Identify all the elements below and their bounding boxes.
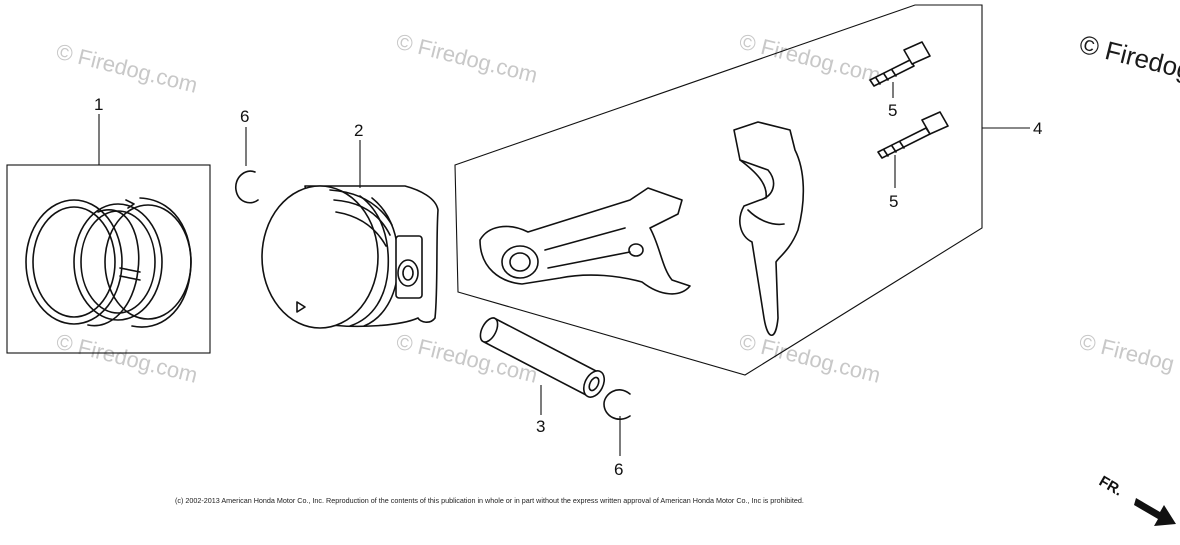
watermark: © Firedog.com <box>54 39 200 98</box>
callout-4: 4 <box>1033 119 1042 138</box>
piston <box>261 185 439 329</box>
piston-pin-clip-lower <box>603 389 631 420</box>
connecting-rod-assembly <box>454 4 983 376</box>
arrow-down-right-icon <box>1134 498 1176 526</box>
watermark: © Firedog.com <box>54 329 200 388</box>
watermark: © Firedog.com <box>737 329 883 388</box>
piston-pin-clip-upper <box>235 170 259 204</box>
callout-2: 2 <box>354 121 363 140</box>
triangle-mark-icon <box>296 301 306 313</box>
callout-6-lower: 6 <box>614 460 623 479</box>
ring-set-box <box>6 164 211 354</box>
connecting-rod-box <box>454 4 983 376</box>
rod-bolt-lower <box>877 111 949 159</box>
callout-3: 3 <box>536 417 545 436</box>
leader-lines <box>98 82 1030 456</box>
rod-bolt-upper <box>869 41 931 87</box>
callout-1: 1 <box>94 95 103 114</box>
callout-6-upper: 6 <box>240 107 249 126</box>
watermark: © Firedog.com <box>394 29 540 88</box>
copyright-notice: (c) 2002-2013 American Honda Motor Co., … <box>175 496 804 505</box>
front-label: FR. <box>1096 473 1125 500</box>
callouts: 1 2 3 4 5 5 6 6 <box>94 95 1042 479</box>
piston-ring-set <box>6 164 211 354</box>
callout-5-lower: 5 <box>889 192 898 211</box>
watermark: © Firedog <box>1077 329 1177 377</box>
callout-5-upper: 5 <box>888 101 897 120</box>
watermark-corner: © Firedog <box>1077 29 1180 86</box>
piston-pin <box>479 317 606 398</box>
watermark: © Firedog.com <box>737 29 883 88</box>
front-marker: FR. <box>1096 473 1176 526</box>
